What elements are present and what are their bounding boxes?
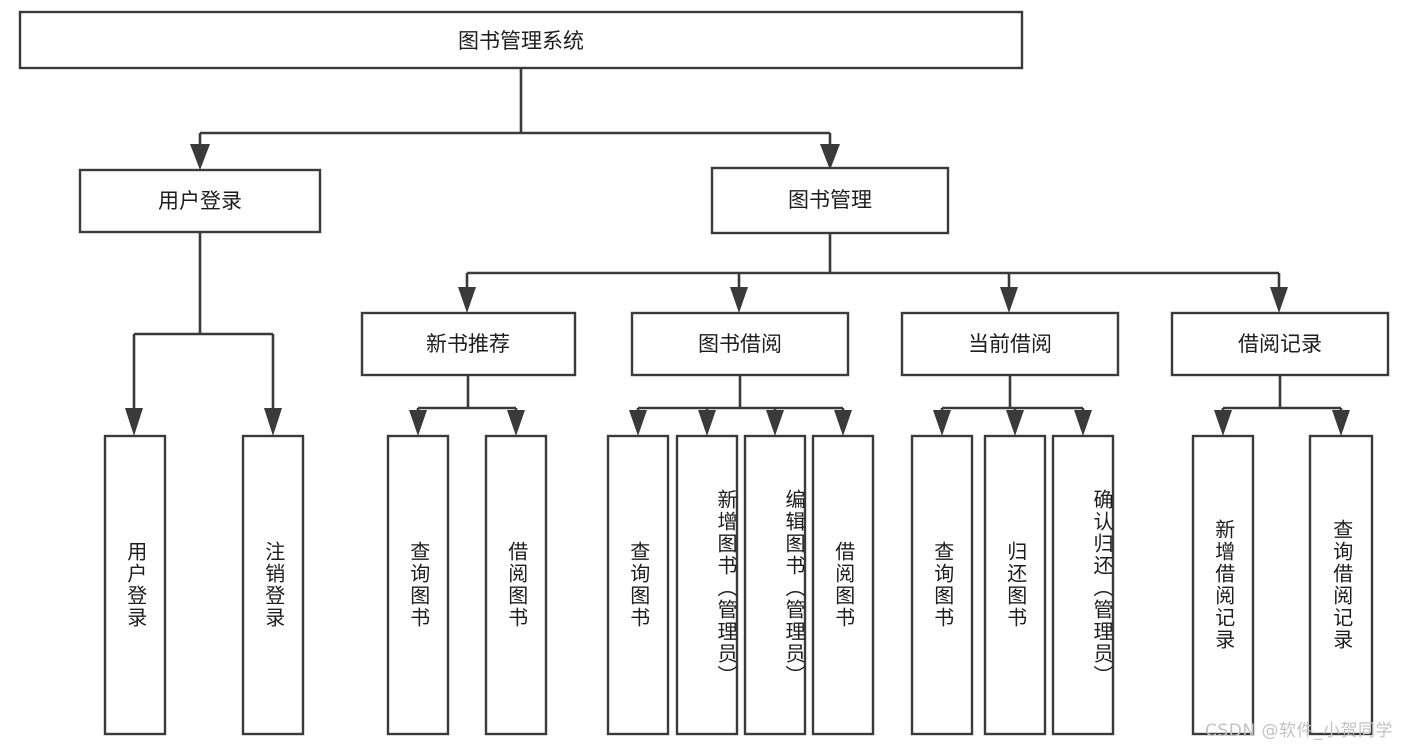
arrow-head-leaf-confirm-return xyxy=(1074,410,1092,436)
arrow-head-current-borrow xyxy=(1000,287,1018,313)
node-borrow-records-rect xyxy=(1170,311,1390,377)
arrow-head-leaf-borrow-book-2 xyxy=(834,410,852,436)
arrow-head-leaf-return-book xyxy=(1006,410,1024,436)
connector-new-books-to-leaves xyxy=(409,375,525,436)
arrow-head-leaf-add-record xyxy=(1214,410,1232,436)
leaf-boxes xyxy=(103,434,1374,736)
connector-current-borrow-to-leaves xyxy=(933,375,1092,436)
arrow-head-new-books xyxy=(458,287,476,313)
leaf-rect-borrow-book-1[interactable] xyxy=(484,434,548,736)
node-user-login-label: 用户登录 xyxy=(158,189,242,213)
leaf-rect-user-login[interactable] xyxy=(103,434,167,736)
arrow-head-leaf-query-record xyxy=(1332,410,1350,436)
connector-book-borrow-to-leaves xyxy=(629,375,852,436)
leaf-rect-edit-book[interactable] xyxy=(743,434,807,736)
arrow-head-leaf-query-book-3 xyxy=(933,410,951,436)
node-current-borrow[interactable]: 当前借阅 xyxy=(900,311,1120,377)
node-new-book-recommend-label: 新书推荐 xyxy=(426,332,510,356)
arrow-head-borrow-records xyxy=(1270,287,1288,313)
connector-borrow-records-to-leaves xyxy=(1214,375,1350,436)
leaf-rect-query-record[interactable] xyxy=(1308,434,1374,736)
arrow-head-leaf-logout xyxy=(264,408,282,436)
arrow-head-borrow xyxy=(730,287,748,313)
node-book-management-rect xyxy=(710,166,950,235)
node-borrow-records[interactable]: 借阅记录 xyxy=(1170,311,1390,377)
arrow-head-leaf-query-book-2 xyxy=(629,410,647,436)
node-book-borrow-label: 图书借阅 xyxy=(698,332,782,356)
arrow-head-book-mgmt xyxy=(820,144,840,170)
arrow-head-leaf-edit-book xyxy=(766,410,784,436)
node-book-management-label: 图书管理 xyxy=(788,188,872,212)
leaf-rect-add-book[interactable] xyxy=(675,434,739,736)
leaf-rect-query-book-2[interactable] xyxy=(606,434,670,736)
connector-book-mgmt-to-level3 xyxy=(458,233,1288,313)
leaf-rect-borrow-book-2[interactable] xyxy=(811,434,875,736)
node-current-borrow-label: 当前借阅 xyxy=(968,332,1052,356)
connector-root-to-level2 xyxy=(190,68,840,170)
node-current-borrow-rect xyxy=(900,311,1120,377)
node-book-management[interactable]: 图书管理 xyxy=(710,166,950,235)
node-book-borrow-rect xyxy=(630,311,850,377)
arrow-head-user-login xyxy=(190,144,210,170)
watermark-text: CSDN @软件_小贺同学 xyxy=(1205,721,1393,741)
leaf-rect-return-book[interactable] xyxy=(983,434,1047,736)
arrow-head-leaf-add-book xyxy=(698,410,716,436)
node-book-borrow[interactable]: 图书借阅 xyxy=(630,311,850,377)
leaf-rect-logout[interactable] xyxy=(241,434,305,736)
leaf-rect-add-record[interactable] xyxy=(1191,434,1255,736)
arrow-head-leaf-query-book-1 xyxy=(409,410,427,436)
node-root[interactable]: 图书管理系统 xyxy=(18,10,1024,70)
node-borrow-records-label: 借阅记录 xyxy=(1238,332,1322,356)
node-root-rect xyxy=(18,10,1024,70)
leaf-rect-confirm-return[interactable] xyxy=(1051,434,1115,736)
arrow-head-leaf-borrow-book-1 xyxy=(507,410,525,436)
leaf-rect-query-book-3[interactable] xyxy=(910,434,974,736)
leaf-rect-query-book-1[interactable] xyxy=(386,434,450,736)
connector-user-login-to-leaves xyxy=(125,232,282,436)
arrow-head-leaf-user-login xyxy=(125,408,143,436)
node-root-label: 图书管理系统 xyxy=(458,29,584,53)
node-new-book-recommend[interactable]: 新书推荐 xyxy=(360,311,577,377)
node-new-book-recommend-rect xyxy=(360,311,577,377)
node-user-login[interactable]: 用户登录 xyxy=(78,168,322,234)
